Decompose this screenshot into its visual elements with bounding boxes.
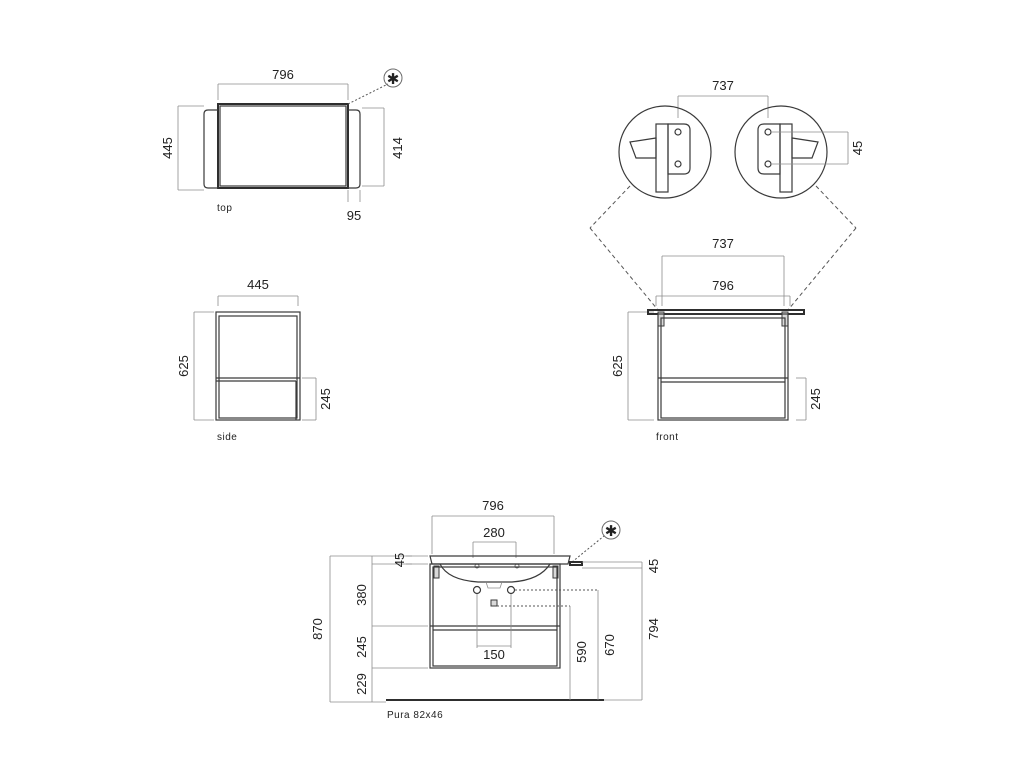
install-view: 796 280 ✱ 150 (310, 498, 661, 721)
top-left-rail (203, 109, 218, 189)
top-side-offset-label: 95 (347, 208, 361, 223)
top-caption: top (217, 203, 232, 214)
front-rail (647, 309, 805, 315)
install-top-thickness-label: 45 (392, 553, 407, 567)
install-floor-gap-label: 229 (354, 673, 369, 695)
bracket-detail: 737 45 (589, 78, 865, 311)
install-caption: Pura 82x46 (387, 710, 443, 721)
install-total-height-label: 870 (310, 618, 325, 640)
front-cabinet-outline (657, 313, 789, 421)
top-view: 796 445 414 95 ✱ top (160, 67, 405, 223)
side-drawer-label: 245 (318, 388, 333, 410)
front-width-label: 796 (712, 278, 734, 293)
install-cabinet-outline (429, 563, 561, 669)
bracket-detail-spacing-label: 45 (850, 141, 865, 155)
front-view: 737 796 625 245 front (610, 236, 823, 443)
install-waste-height-label: 590 (574, 641, 589, 663)
install-drawer-label: 245 (354, 636, 369, 658)
side-height-label: 625 (176, 355, 191, 377)
install-supply-height-label: 670 (602, 634, 617, 656)
front-height-label: 625 (610, 355, 625, 377)
side-cabinet-outline (215, 311, 301, 421)
side-view: 445 625 245 side (176, 277, 333, 443)
right-bracket-detail-circle (734, 105, 828, 199)
top-marker-symbol: ✱ (387, 70, 400, 88)
side-caption: side (217, 432, 237, 443)
front-drawer-label: 245 (808, 388, 823, 410)
waste-outlet-icon (490, 599, 498, 607)
top-depth-total-label: 445 (160, 137, 175, 159)
front-bracket-spacing-label: 737 (712, 236, 734, 251)
supply-right-icon (506, 585, 516, 595)
front-caption: front (656, 432, 679, 443)
top-width-label: 796 (272, 67, 294, 82)
asterisk-marker-icon (383, 68, 403, 88)
top-depth-inner-label: 414 (390, 137, 405, 159)
side-depth-label: 445 (247, 277, 269, 292)
top-right-rail (348, 109, 361, 189)
install-top-height-label: 794 (646, 618, 661, 640)
left-bracket-detail-circle (618, 105, 712, 199)
install-width-label: 796 (482, 498, 504, 513)
basin-top (429, 555, 571, 565)
supply-left-icon (472, 585, 482, 595)
basin-bowl (439, 563, 551, 583)
install-right-top-label: 45 (646, 559, 661, 573)
top-cabinet-outline (217, 103, 349, 189)
install-waste-spacing-label: 150 (483, 647, 505, 662)
install-asterisk-marker-icon (601, 520, 621, 540)
bracket-spacing-top-label: 737 (712, 78, 734, 93)
install-marker-symbol: ✱ (605, 522, 618, 540)
install-upper-label: 380 (354, 584, 369, 606)
install-tap-spacing-label: 280 (483, 525, 505, 540)
